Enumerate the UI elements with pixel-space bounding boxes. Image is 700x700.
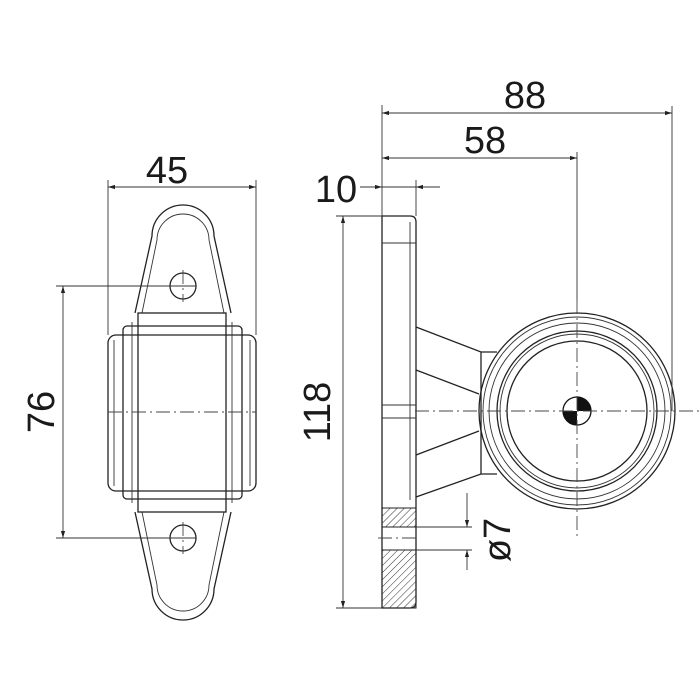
dim-hole-spacing-76: 76 [21,391,63,433]
dim-width-45: 45 [146,150,188,192]
front-view: 45 76 [21,150,257,621]
dim-height-118: 118 [297,382,339,443]
lamp-step [122,325,243,500]
section-hatch-lower [381,549,417,609]
side-view: 88 58 10 118 ø7 [297,75,700,609]
dim-overall-depth-88: 88 [504,75,546,117]
lamp-body [137,312,227,513]
mounting-plate [381,215,417,609]
section-hatch-upper [381,507,417,528]
dim-plate-thickness-10: 10 [315,169,357,211]
dim-center-offset-58: 58 [464,120,506,162]
dim-hole-diameter-7: ø7 [477,518,519,562]
lamp-lens [107,334,257,492]
mount-outline [134,204,232,621]
bracket [415,326,497,498]
